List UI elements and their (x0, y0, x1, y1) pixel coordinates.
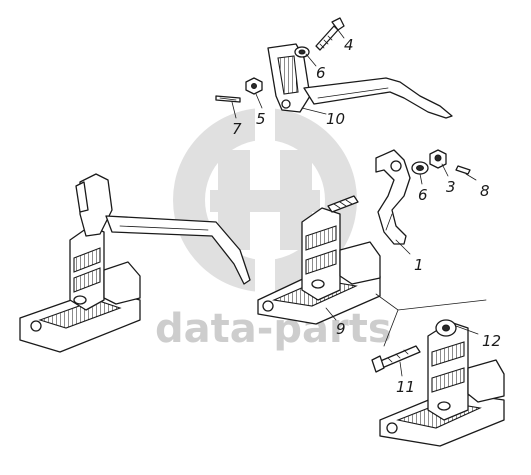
part-7-pin (215, 95, 241, 103)
part-1-lever (375, 149, 411, 245)
callout-5: 5 (256, 110, 266, 128)
part-11-bolt (371, 345, 421, 373)
callout-9: 9 (336, 320, 346, 338)
part-5-nut (245, 77, 263, 95)
part-12-bracket-assembly (379, 319, 505, 447)
part-6-washer-upper (294, 46, 310, 58)
leader-lines (231, 29, 479, 377)
callout-12: 12 (482, 332, 501, 350)
callout-1: 1 (414, 256, 424, 274)
part-10-rod-bracket (267, 43, 453, 119)
callout-7: 7 (232, 120, 242, 138)
part-8-pin (455, 165, 471, 175)
part-3-nut (429, 149, 447, 169)
callout-8: 8 (480, 182, 490, 200)
callout-3: 3 (446, 178, 456, 196)
callout-4: 4 (344, 36, 354, 54)
part-4-bolt (315, 17, 345, 51)
watermark-logo (173, 96, 357, 306)
callout-11: 11 (396, 378, 415, 396)
part-6-washer-right (411, 161, 429, 175)
callout-6-upper: 6 (316, 64, 326, 82)
callout-10: 10 (326, 110, 345, 128)
left-assembly (19, 173, 251, 353)
callout-6-right: 6 (418, 186, 428, 204)
part-9-bracket (257, 195, 381, 325)
exploded-guide-lines (375, 293, 487, 347)
